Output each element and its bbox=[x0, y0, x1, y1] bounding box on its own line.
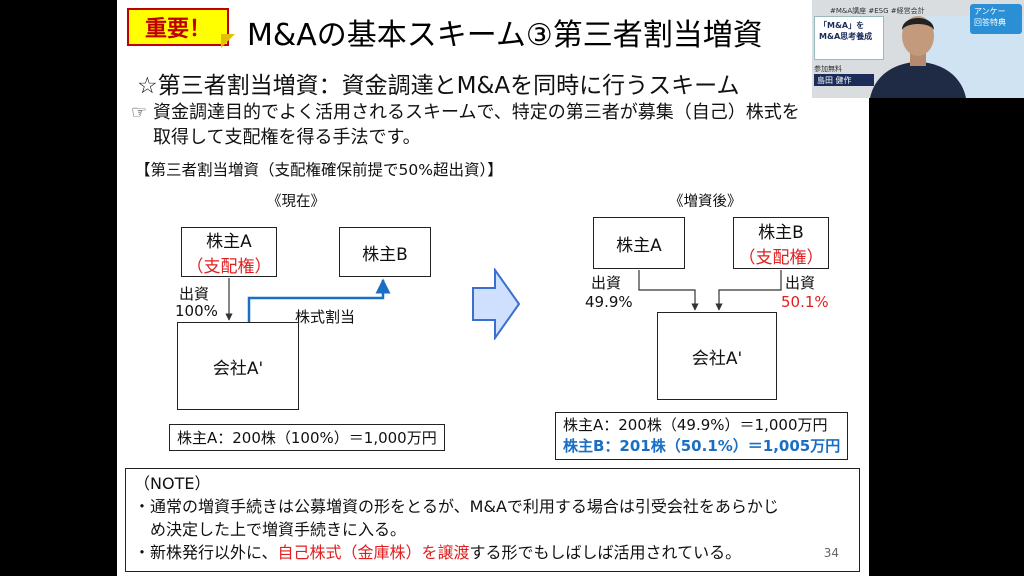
after-summary-a: 株主A：200株（49.9%）＝1,000万円 bbox=[563, 416, 828, 434]
after-company-box: 会社A' bbox=[657, 312, 777, 400]
after-invest-a-pct: 49.9% bbox=[585, 293, 633, 311]
before-invest-label: 出資 bbox=[179, 285, 210, 303]
before-holder-b-name: 株主B bbox=[362, 244, 408, 265]
section-label: 【第三者割当増資（支配権確保前提で50%超出資）】 bbox=[135, 161, 503, 179]
webcam-presenter-label: 参加無料 bbox=[814, 65, 842, 73]
webcam-tags: #M&A講座 #ESG #経営会計 bbox=[830, 7, 925, 15]
webcam-card-line-1: 「M&A」を bbox=[819, 21, 865, 30]
before-holder-a-control: （支配権） bbox=[186, 257, 272, 277]
note-item-2-pre: ・新株発行以外に、 bbox=[134, 543, 278, 562]
before-holder-b-box: 株主B bbox=[339, 227, 431, 277]
note-item-1-line-1: ・通常の増資手続きは公募増資の形をとるが、M&Aで利用する場合は引受会社をあらか… bbox=[134, 497, 779, 516]
after-invest-b-line bbox=[715, 270, 782, 311]
after-summary: 株主A：200株（49.9%）＝1,000万円 株主B：201株（50.1%）＝… bbox=[555, 412, 849, 460]
after-company-name: 会社A' bbox=[691, 348, 743, 369]
after-label: 《増資後》 bbox=[669, 194, 742, 210]
before-label: 《現在》 bbox=[267, 194, 325, 210]
webcam-banner-line-2: 回答特典 bbox=[974, 18, 1006, 27]
after-holder-b-box: 株主B （支配権） bbox=[733, 217, 829, 269]
slide-subtitle: ☆第三者割当増資：資金調達とM&Aを同時に行うスキーム bbox=[137, 73, 740, 99]
webcam-card: 「M&A」を M&A思考養成 bbox=[814, 16, 884, 60]
after-invest-a-line bbox=[638, 270, 699, 311]
webcam-banner: アンケー 回答特典 bbox=[970, 4, 1022, 34]
before-summary: 株主A：200株（100%）＝1,000万円 bbox=[169, 424, 445, 451]
note-item-2: ・新株発行以外に、自己株式（金庫株）を譲渡する形でもしばしば活用されている。 bbox=[134, 541, 851, 564]
before-invest-pct: 100% bbox=[175, 302, 218, 320]
slide: 重要！ M&Aの基本スキーム③第三者割当増資 ☆第三者割当増資：資金調達とM&A… bbox=[117, 0, 869, 576]
before-allot-line bbox=[247, 278, 391, 322]
webcam-banner-line-1: アンケー bbox=[974, 7, 1006, 16]
connector-lines bbox=[225, 270, 782, 322]
lead-paragraph: ☞ 資金調達目的でよく活用されるスキームで、特定の第三者が募集（自己）株式を 取… bbox=[131, 100, 869, 150]
after-holder-b-name: 株主B bbox=[758, 223, 804, 243]
after-holder-a-name: 株主A bbox=[616, 235, 662, 256]
pointing-hand-icon: ☞ bbox=[131, 102, 148, 123]
webcam-feed: #M&A講座 #ESG #経営会計 「M&A」を M&A思考養成 アンケー 回答… bbox=[812, 0, 1024, 98]
note-title: （NOTE） bbox=[134, 474, 211, 493]
after-invest-b-pct: 50.1% bbox=[781, 293, 829, 311]
badge-fold-icon bbox=[221, 34, 235, 48]
note-item-1-line-2: め決定した上で増資手続きに入る。 bbox=[150, 520, 407, 539]
before-allot-label: 株式割当 bbox=[295, 308, 356, 326]
note-item-2-highlight: 自己株式（金庫株）を譲渡 bbox=[277, 543, 470, 562]
after-holder-b-control: （支配権） bbox=[738, 248, 824, 268]
transition-arrow-icon bbox=[472, 268, 521, 340]
note-box: （NOTE） ・通常の増資手続きは公募増資の形をとるが、M&Aで利用する場合は引… bbox=[125, 468, 860, 572]
after-invest-a-label: 出資 bbox=[591, 274, 622, 292]
webcam-presenter-name: 島田 健作 bbox=[814, 74, 874, 86]
important-badge: 重要！ bbox=[127, 8, 229, 46]
lead-line-1: 資金調達目的でよく活用されるスキームで、特定の第三者が募集（自己）株式を bbox=[153, 102, 800, 123]
lead-line-2: 取得して支配権を得る手法です。 bbox=[153, 127, 421, 148]
before-company-box: 会社A' bbox=[177, 322, 299, 410]
slide-title: M&Aの基本スキーム③第三者割当増資 bbox=[247, 18, 763, 53]
note-item-2-post: する形でもしばしば活用されている。 bbox=[469, 543, 742, 562]
before-holder-a-name: 株主A bbox=[206, 232, 252, 252]
after-summary-b: 株主B：201株（50.1%）＝1,005万円 bbox=[563, 437, 841, 455]
after-invest-b-label: 出資 bbox=[785, 274, 816, 292]
page-number: 34 bbox=[823, 546, 839, 560]
before-holder-a-box: 株主A （支配権） bbox=[181, 227, 277, 277]
webcam-card-line-2: M&A思考養成 bbox=[819, 32, 873, 41]
before-company-name: 会社A' bbox=[212, 358, 264, 379]
after-holder-a-box: 株主A bbox=[593, 217, 685, 269]
